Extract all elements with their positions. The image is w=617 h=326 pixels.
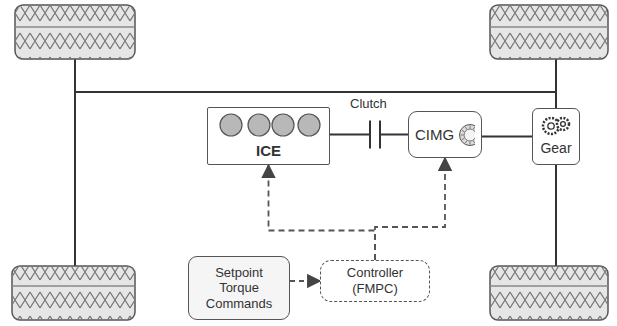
controller-box: Controller (FMPC) (320, 260, 430, 302)
tire (12, 266, 135, 320)
node-text: Gear (540, 140, 571, 157)
node-text: ICE (256, 142, 281, 160)
engine-box: ICE (207, 107, 330, 165)
motor-box: CIMG (408, 111, 482, 158)
command-arrow (269, 165, 376, 260)
gear-icon (541, 116, 571, 136)
tire (490, 5, 608, 60)
tire (490, 266, 608, 320)
node-text: CIMG (415, 126, 454, 144)
node-text: Controller (FMPC) (327, 265, 423, 296)
cylinder-icon (217, 112, 321, 138)
node-text: Setpoint Torque Commands (195, 265, 283, 312)
command-arrow (375, 158, 445, 260)
clutch-symbol (369, 121, 381, 149)
motor-icon (458, 123, 475, 147)
left-axle (74, 58, 76, 268)
input-box: Setpoint Torque Commands (188, 256, 290, 320)
drive-link (482, 136, 532, 138)
gear-box: Gear (532, 108, 580, 165)
tire (15, 5, 135, 60)
drive-shaft (75, 91, 556, 93)
part-label: Clutch (350, 96, 387, 111)
command-arrow (290, 280, 320, 282)
